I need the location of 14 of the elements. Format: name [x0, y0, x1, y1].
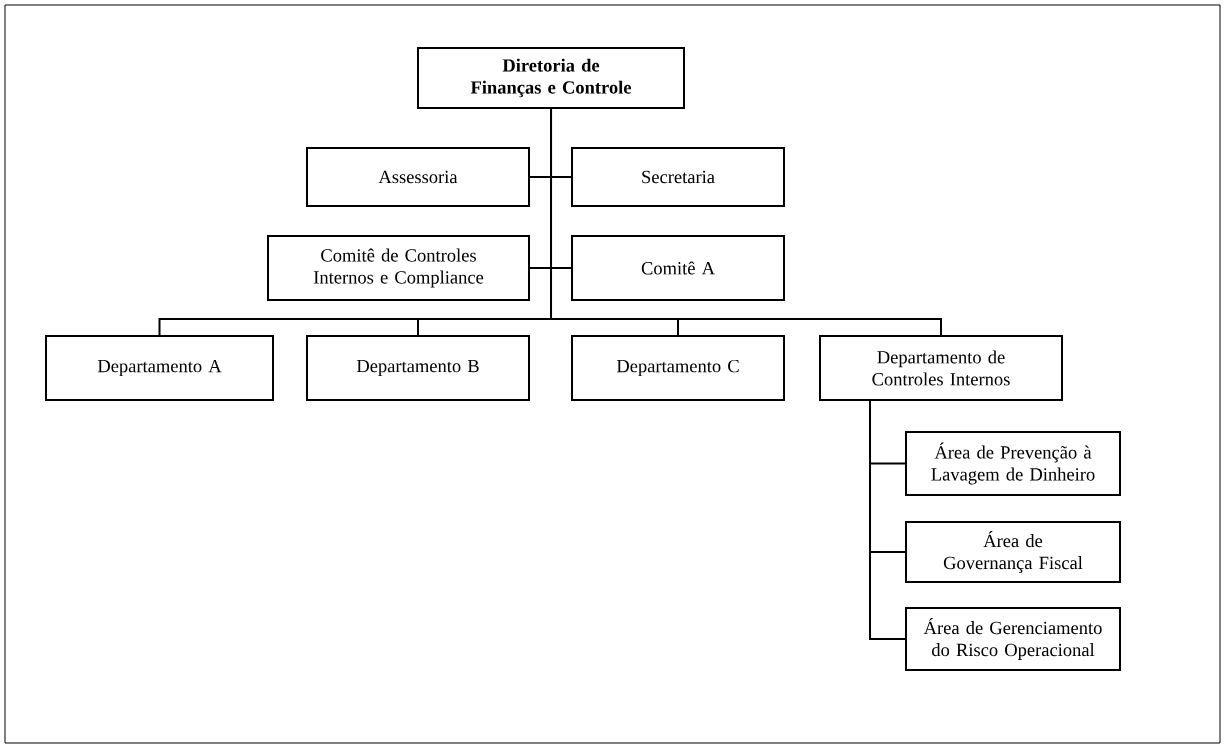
connector-line	[550, 108, 942, 336]
org-box: Secretaria	[571, 147, 785, 207]
org-box: Diretoria de Finanças e Controle	[417, 47, 685, 109]
org-box: Departamento A	[45, 335, 274, 401]
org-box: Área de Governança Fiscal	[905, 521, 1121, 583]
org-box: Assessoria	[306, 147, 530, 207]
org-box: Área de Gerenciamento do Risco Operacional	[905, 607, 1121, 671]
org-box: Comitê A	[571, 235, 785, 301]
org-box: Comitê de Controles Internos e Compliance	[267, 235, 530, 301]
connector-line	[869, 400, 906, 640]
org-box: Departamento B	[306, 335, 530, 401]
org-box: Departamento de Controles Internos	[819, 335, 1063, 401]
org-box: Área de Prevenção à Lavagem de Dinheiro	[905, 431, 1121, 496]
org-box: Departamento C	[571, 335, 785, 401]
